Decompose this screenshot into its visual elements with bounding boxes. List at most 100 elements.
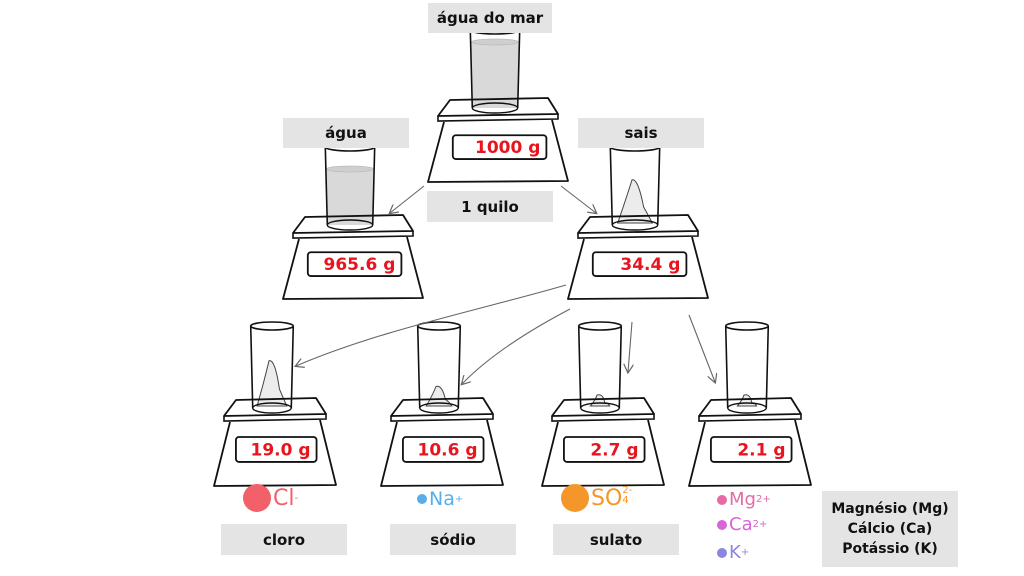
- glass-icon: [609, 142, 661, 231]
- large-dot-icon: [243, 484, 271, 512]
- label-sodium: sódio: [390, 524, 516, 555]
- ion-potassium-symbol: K: [729, 542, 741, 563]
- scale-display: [306, 251, 403, 277]
- scale-platform-edge: [577, 231, 699, 239]
- scale-platform-edge: [437, 114, 559, 122]
- glass-sides: [249, 325, 295, 409]
- scale-salts: 34.4 g: [567, 142, 709, 300]
- scale-display: [235, 436, 318, 463]
- scale-others: 2.1 g: [688, 321, 812, 487]
- salt-pile-icon: [589, 394, 611, 407]
- salt-pile-icon: [425, 385, 453, 407]
- scale-water: 965.6 g: [282, 142, 424, 300]
- glass-icon: [324, 142, 376, 231]
- scale-reading: 10.6 g: [418, 440, 478, 460]
- glass-base: [419, 402, 459, 414]
- scale-platform-edge: [698, 414, 802, 422]
- scale-sulfate: 2.7 g: [541, 321, 665, 487]
- glass-base: [580, 402, 620, 414]
- glass-sides: [609, 146, 661, 226]
- small-dot-icon: [417, 494, 427, 504]
- salt-pile-icon: [736, 394, 758, 407]
- small-dot-icon: [717, 494, 727, 505]
- glass-sides: [724, 325, 770, 409]
- scale-body: [213, 419, 337, 487]
- ion-calcium-symbol: Ca: [729, 514, 753, 535]
- label-water: água: [283, 118, 409, 148]
- scale-display: [710, 436, 793, 463]
- label-magnesium: Magnésio (Mg): [831, 501, 949, 517]
- ion-sodium: Na+: [417, 488, 463, 510]
- ion-sulfate-subscript: 4: [622, 495, 629, 506]
- scale-sodium: 10.6 g: [380, 321, 504, 487]
- glass-icon: [416, 321, 462, 414]
- scale-chlorine: 19.0 g: [213, 321, 337, 487]
- ion-chlorine: Cl-: [243, 484, 298, 512]
- arrow-to-sulfate: [628, 321, 632, 372]
- glass-rim: [416, 321, 462, 331]
- glass-icon: [724, 321, 770, 414]
- ion-calcium-charge: 2+: [752, 519, 768, 530]
- glass-icon: [469, 25, 521, 114]
- ion-potassium: K+: [717, 542, 749, 563]
- glass-rim: [577, 321, 623, 331]
- large-dot-icon: [561, 484, 589, 512]
- scale-sea-water: 1000 g: [427, 25, 569, 183]
- scale-platform-edge: [292, 231, 414, 239]
- glass-base: [326, 219, 374, 231]
- label-chlorine: cloro: [221, 524, 347, 555]
- water-fill: [471, 42, 519, 108]
- scale-body: [541, 419, 665, 487]
- label-salts: sais: [578, 118, 704, 148]
- scale-body: [427, 119, 569, 183]
- label-other-minerals: Magnésio (Mg) Cálcio (Ca) Potássio (K): [822, 491, 958, 567]
- water-surface: [470, 38, 520, 46]
- label-potassium: Potássio (K): [842, 541, 938, 557]
- ion-sulfate-symbol: SO: [591, 485, 623, 511]
- glass-sides: [469, 29, 521, 109]
- water-fill: [326, 169, 374, 225]
- scale-reading: 34.4 g: [620, 255, 680, 275]
- glass-icon: [249, 321, 295, 414]
- scale-display: [591, 251, 688, 277]
- ion-magnesium-charge: 2+: [755, 494, 771, 505]
- glass-base: [252, 402, 292, 414]
- scale-body: [282, 236, 424, 300]
- label-sulfate: sulato: [553, 524, 679, 555]
- glass-sides: [324, 146, 376, 226]
- arrow-to-chlorine: [296, 284, 567, 366]
- scale-platform-edge: [223, 414, 327, 422]
- glass-rim: [249, 321, 295, 331]
- scale-display: [402, 436, 485, 463]
- glass-sides: [577, 325, 623, 409]
- salt-pile-icon: [617, 179, 654, 224]
- scale-body: [688, 419, 812, 487]
- glass-base: [471, 102, 519, 114]
- scale-display: [451, 134, 548, 160]
- ion-potassium-charge: +: [740, 547, 750, 558]
- scale-reading: 19.0 g: [251, 440, 311, 460]
- scale-body: [380, 419, 504, 487]
- ion-sodium-symbol: Na: [429, 488, 455, 510]
- label-one-kilo: 1 quilo: [427, 191, 553, 222]
- label-sea-water: água do mar: [428, 3, 552, 33]
- scale-platform-edge: [390, 414, 494, 422]
- glass-base: [727, 402, 767, 414]
- arrow-to-salts: [560, 185, 596, 213]
- arrow-to-others: [688, 314, 715, 382]
- ion-sulfate-charge: 2-: [622, 485, 633, 496]
- arrow-to-water: [390, 185, 425, 213]
- salt-pile-icon: [256, 360, 288, 407]
- scale-platform-edge: [551, 414, 655, 422]
- label-calcium: Cálcio (Ca): [847, 521, 933, 537]
- ion-chlorine-symbol: Cl: [273, 485, 295, 511]
- scale-reading: 1000 g: [475, 138, 540, 158]
- ion-magnesium-symbol: Mg: [729, 489, 756, 510]
- scale-body: [567, 236, 709, 300]
- scale-reading: 2.7 g: [590, 440, 638, 460]
